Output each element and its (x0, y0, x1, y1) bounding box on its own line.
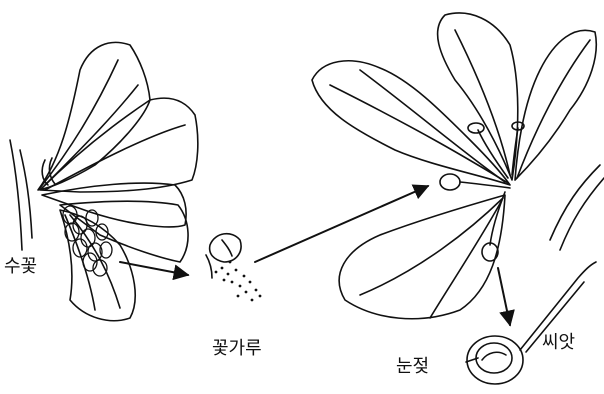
pollen-sac (210, 234, 241, 262)
leaf-vein (360, 198, 503, 295)
leaf-vein (517, 40, 590, 178)
pollen-sac-inner (222, 240, 232, 256)
label-male-flower: 수꽃 (4, 258, 37, 276)
pollen-sac-stalk (206, 255, 212, 278)
pollen-dots (215, 261, 262, 302)
label-seed: 씨앗 (542, 334, 575, 352)
female-branch-illustration (312, 13, 604, 319)
pollen-illustration (206, 234, 261, 302)
leaf-upper-right (40, 98, 198, 192)
seed-embryo (482, 352, 506, 360)
ovule-small (468, 123, 484, 133)
female-branch-stem (550, 165, 600, 240)
arrow-to-seed (498, 268, 510, 325)
leaf-vein (430, 200, 502, 318)
branch-stem (10, 140, 22, 250)
leaf-top-vein (45, 85, 138, 185)
label-pollen: 꽃가루 (212, 340, 262, 358)
leaf-vein (330, 85, 508, 183)
seed-inner (476, 343, 512, 373)
ovule-target (440, 174, 460, 190)
label-bud-scale: 눈젖 (396, 358, 429, 376)
branch-stem-edge (20, 150, 32, 238)
female-branch-stem-edge (560, 178, 604, 250)
arrow-to-ovule (255, 186, 428, 262)
leaf-top-right (515, 30, 596, 180)
male-branch-illustration (10, 42, 198, 320)
